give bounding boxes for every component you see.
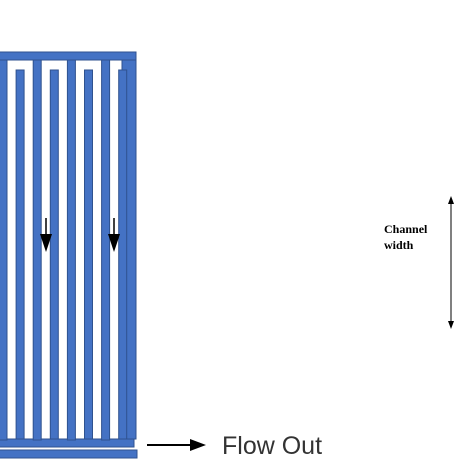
channel-rib [15, 69, 25, 440]
channel-rib [101, 59, 111, 441]
channel-rib [49, 69, 59, 440]
flow-out-indicator: Flow Out [147, 432, 322, 460]
flow-out-arrow [147, 439, 206, 451]
channel-width-label-line1: Channel [384, 222, 428, 236]
flow-direction-arrows [40, 218, 120, 252]
channel-rib [118, 69, 128, 440]
channel-width-dimension: Channel width [384, 196, 454, 329]
bottom-manifold-bar [0, 438, 135, 448]
channel-rib [32, 59, 42, 441]
channel-plate [0, 51, 138, 459]
outlet-manifold-bar [0, 449, 138, 459]
flow-arrow-down-left [40, 218, 52, 252]
channel-width-label-line2: width [384, 238, 414, 252]
flow-arrow-down-right [108, 218, 120, 252]
channel-rib [66, 59, 76, 441]
channel-rib [0, 59, 8, 441]
channel-width-arrow [448, 196, 454, 329]
flow-out-label: Flow Out [222, 432, 322, 460]
channel-ribs [0, 59, 128, 441]
top-manifold-bar [0, 51, 137, 61]
channel-rib [84, 69, 93, 440]
